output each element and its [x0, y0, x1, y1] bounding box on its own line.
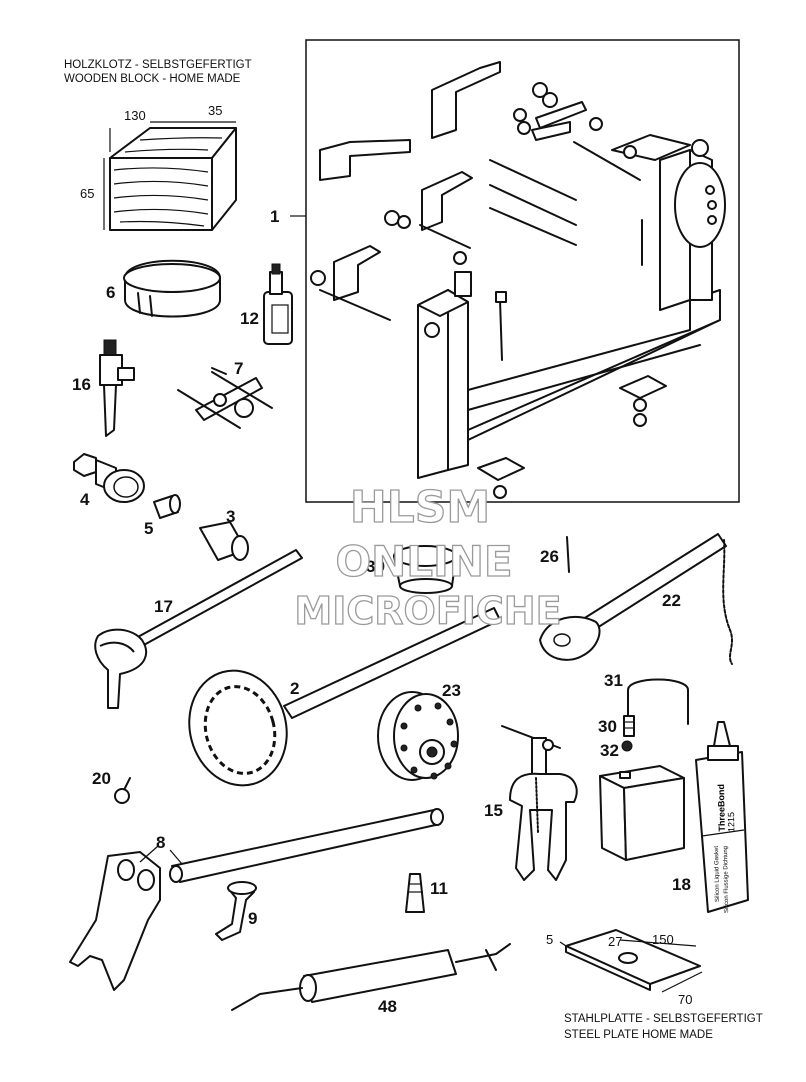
- part-16-label: 16: [72, 375, 91, 394]
- tube-desc-2-text: Silicon Flussige Dichtung: [723, 846, 730, 913]
- engine-stand: [310, 61, 726, 499]
- part-30-nipple: [623, 715, 635, 737]
- part-3-label: 3: [226, 507, 235, 526]
- part-20-label: 20: [92, 769, 111, 788]
- part-39-label: 39: [366, 557, 385, 576]
- part-4-socket: [73, 453, 145, 503]
- part-22-chain-wrench: [539, 533, 733, 665]
- part-5-bushing: [153, 494, 181, 519]
- tube-brand-text: ThreeBond: [716, 784, 727, 832]
- part-12-label: 12: [240, 309, 259, 328]
- watermark-line-2: ONLINE: [335, 537, 512, 586]
- plate-length-dim: 150: [652, 932, 674, 947]
- part-4-label: 4: [80, 490, 90, 509]
- part-48-label: 48: [378, 997, 397, 1016]
- part-5-label: 5: [144, 519, 153, 538]
- plate-thickness-dim: 5: [546, 932, 553, 947]
- plate-hole-dim: 27: [608, 934, 622, 949]
- part-9-clamp: [215, 881, 257, 941]
- part-31-bracket: [627, 678, 689, 729]
- part-6-label: 6: [106, 283, 115, 302]
- part-3-sleeve: [199, 521, 249, 561]
- part-15-gear-puller: [501, 725, 578, 881]
- part-1-kit-frame: [305, 39, 740, 503]
- wooden-block-caption-en: WOODEN BLOCK - HOME MADE: [64, 73, 241, 85]
- part-18-label: 18: [672, 875, 691, 894]
- wooden-block-caption-de: HOLZKLOTZ - SELBSTGEFERTIGT: [64, 59, 252, 71]
- part-18-sealant-tube: [695, 721, 749, 913]
- part-11-nozzle: [405, 873, 425, 913]
- part-7-holder-bar: [177, 367, 273, 429]
- part-22-label: 22: [662, 591, 681, 610]
- part-2-label: 2: [290, 679, 299, 698]
- part-32-label: 32: [600, 741, 619, 760]
- block-height-dim: 65: [80, 186, 94, 201]
- part-8-label: 8: [156, 833, 165, 852]
- block-width-dim: 35: [208, 103, 222, 118]
- part-48-grease-gun: [231, 943, 511, 1011]
- part-1-label: 1: [270, 207, 279, 226]
- part-20-screw: [114, 777, 131, 804]
- part-16-slide-hammer: [99, 339, 135, 437]
- part-23-rotor-holder: [377, 691, 459, 781]
- plate-width-dim: 70: [678, 992, 692, 1007]
- steel-plate-caption-de: STAHLPLATTE - SELBSTGEFERTIGT: [564, 1013, 763, 1025]
- part-32-washer: [621, 740, 633, 752]
- steel-plate: [559, 929, 703, 993]
- block-length-dim: 130: [124, 108, 146, 123]
- tube-code-text: 1215: [726, 812, 736, 832]
- watermark-line-1: HLSM: [350, 482, 490, 533]
- part-6-ring: [123, 259, 221, 318]
- part-17-label: 17: [154, 597, 173, 616]
- part-7-label: 7: [234, 359, 243, 378]
- part-30-label: 30: [598, 717, 617, 736]
- tube-desc-1-text: Silicon Liquid Gasket: [714, 846, 721, 902]
- part-15-label: 15: [484, 801, 503, 820]
- part-11-label: 11: [430, 879, 448, 898]
- part-12-bottle: [263, 263, 293, 345]
- wooden-block: [103, 121, 237, 231]
- part-39-cup: [393, 545, 457, 594]
- part-17-fork-wrench: [94, 549, 303, 709]
- part-23-label: 23: [442, 681, 461, 700]
- part-26-label: 26: [540, 547, 559, 566]
- part-8-support: [69, 808, 444, 991]
- part-9-label: 9: [248, 909, 257, 928]
- part-2-strap-wrench: [188, 607, 501, 787]
- part-31-label: 31: [604, 671, 623, 690]
- steel-plate-caption-en: STEEL PLATE HOME MADE: [564, 1029, 713, 1041]
- part-26-pin: [566, 536, 570, 573]
- oil-can: [599, 765, 685, 861]
- watermark-line-3: MICROFICHE: [294, 589, 561, 633]
